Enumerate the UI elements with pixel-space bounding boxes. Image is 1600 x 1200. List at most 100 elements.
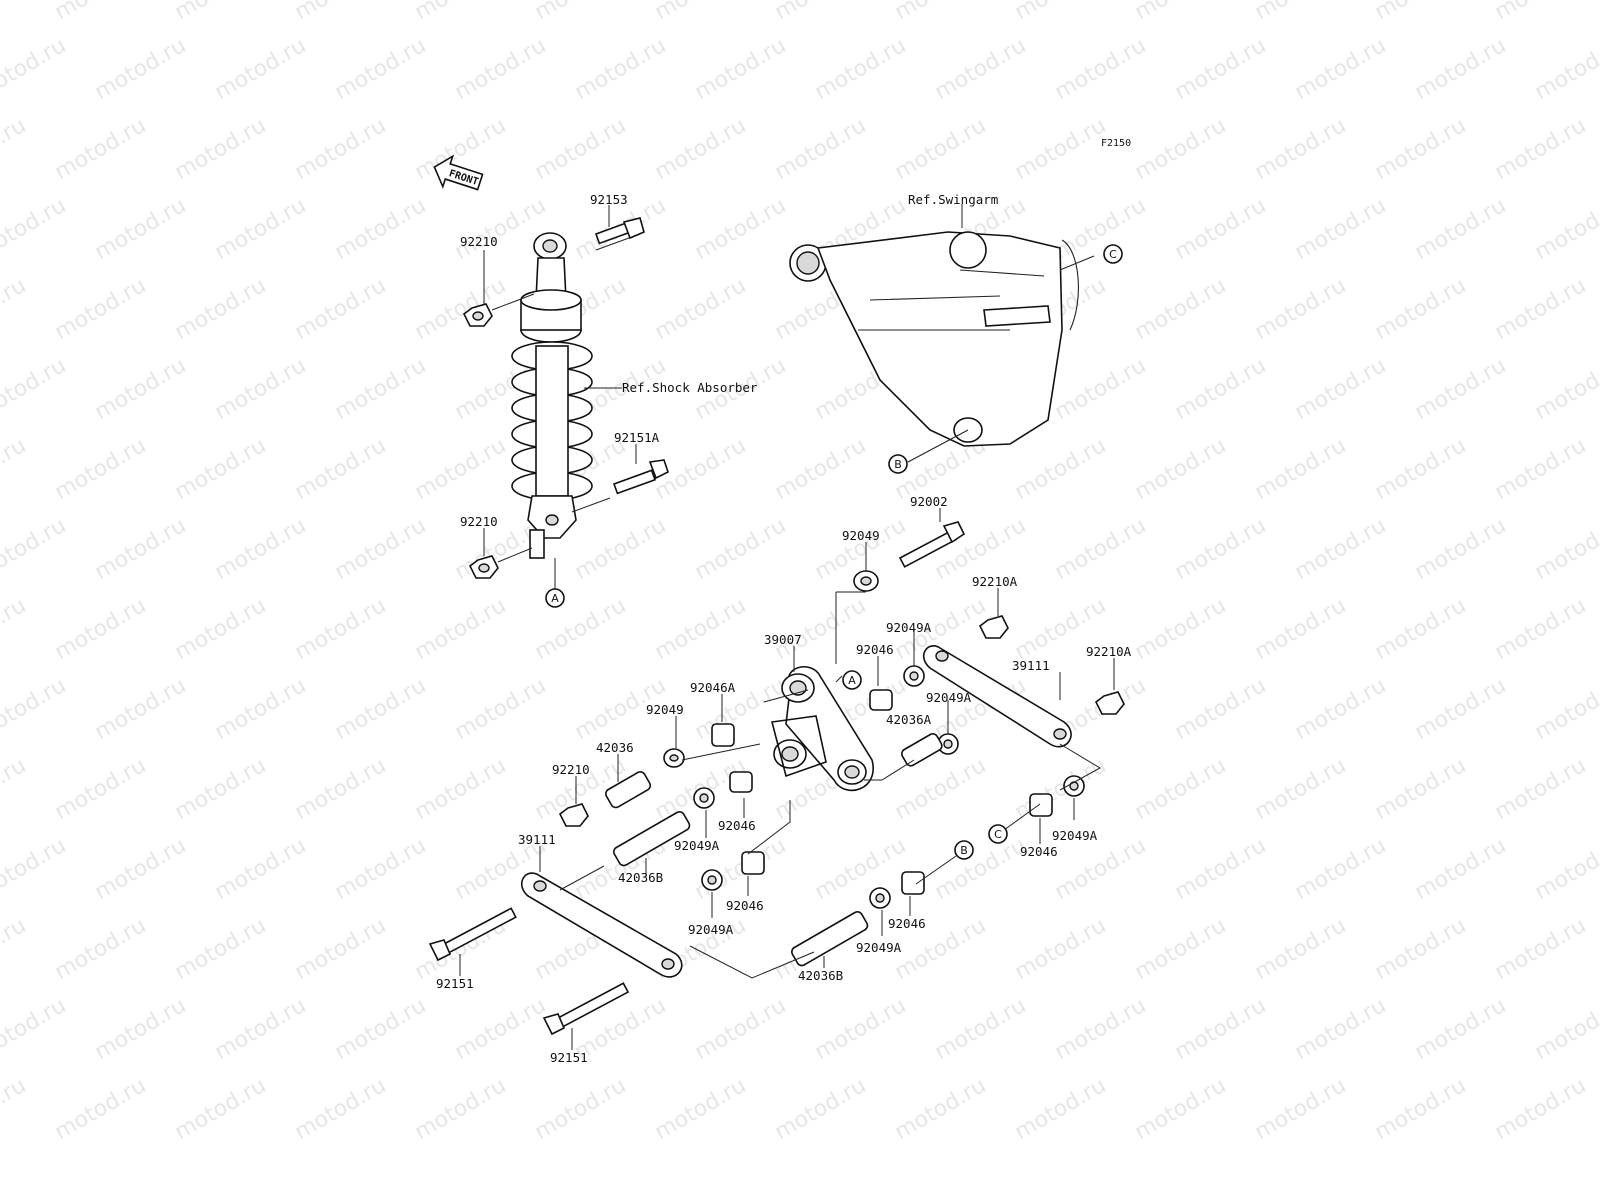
part-label-p92210_mid: 92210 <box>460 514 498 529</box>
watermark-text: motod.ru <box>1131 1073 1231 1145</box>
part-label-p92049A_right: 92049A <box>1052 828 1098 843</box>
watermark-text: motod.ru <box>691 33 791 105</box>
watermark-text: motod.ru <box>1491 433 1591 505</box>
part-label-p92049A_bot: 92049A <box>856 940 902 955</box>
part-label-p42036B_bot: 42036B <box>798 968 843 983</box>
watermark-text: motod.ru <box>1251 913 1351 985</box>
part-label-p39111_right: 39111 <box>1012 658 1050 673</box>
bolt-92151-top <box>428 907 517 962</box>
watermark-text: motod.ru <box>0 593 30 665</box>
watermark-text: motod.ru <box>1371 113 1471 185</box>
watermark-text: motod.ru <box>1291 193 1391 265</box>
watermark-text: motod.ru <box>1051 353 1151 425</box>
watermark-text: motod.ru <box>531 113 631 185</box>
part-label-p92151A: 92151A <box>614 430 660 445</box>
watermark-text: motod.ru <box>1011 433 1111 505</box>
marker-C-top: C <box>1103 244 1123 264</box>
watermark-text: motod.ru <box>1411 193 1511 265</box>
part-label-p92046_bot: 92046 <box>888 916 926 931</box>
watermark-text: motod.ru <box>211 353 311 425</box>
watermark-text: motod.ru <box>51 913 151 985</box>
watermark-text: motod.ru <box>291 0 391 25</box>
svg-text:A: A <box>551 592 559 605</box>
watermark-text: motod.ru <box>1011 913 1111 985</box>
watermark-text: motod.ru <box>1531 353 1600 425</box>
watermark-text: motod.ru <box>1371 1073 1471 1145</box>
watermark-text: motod.ru <box>1171 993 1271 1065</box>
part-label-p92046_top: 92046 <box>856 642 894 657</box>
watermark-text: motod.ru <box>1131 113 1231 185</box>
part-label-p92049_mid: 92049 <box>646 702 684 717</box>
watermark-text: motod.ru <box>51 433 151 505</box>
svg-text:B: B <box>894 458 902 471</box>
marker-A-mid: A <box>842 670 862 690</box>
watermark-text: motod.ru <box>1291 833 1391 905</box>
diagram-code: F2150 <box>1101 138 1131 149</box>
watermark-text: motod.ru <box>0 33 70 105</box>
part-label-p92049A_low1: 92049A <box>674 838 720 853</box>
watermark-text: motod.ru <box>0 513 70 585</box>
watermark-text: motod.ru <box>451 673 551 745</box>
watermark-text: motod.ru <box>0 0 30 25</box>
watermark-text: motod.ru <box>291 593 391 665</box>
watermark-text: motod.ru <box>0 833 70 905</box>
watermark-text: motod.ru <box>291 113 391 185</box>
part-label-p92049A_top: 92049A <box>886 620 932 635</box>
watermark-text: motod.ru <box>331 513 431 585</box>
watermark-text: motod.ru <box>1531 673 1600 745</box>
watermark-text: motod.ru <box>891 113 991 185</box>
watermark-text: motod.ru <box>571 33 671 105</box>
watermark-text: motod.ru <box>1131 273 1231 345</box>
watermark-text: motod.ru <box>0 993 70 1065</box>
part-label-p42036A: 42036A <box>886 712 932 727</box>
watermark-text: motod.ru <box>1171 513 1271 585</box>
watermark-text: motod.ru <box>1531 993 1600 1065</box>
watermark-text: motod.ru <box>1491 273 1591 345</box>
watermark-text: motod.ru <box>1291 993 1391 1065</box>
watermark-text: motod.ru <box>1371 913 1471 985</box>
part-label-p92046_right: 92046 <box>1020 844 1058 859</box>
watermark-text: motod.ru <box>51 593 151 665</box>
watermark-text: motod.ru <box>0 273 30 345</box>
watermark-text: motod.ru <box>171 593 271 665</box>
watermark-text: motod.ru <box>1251 0 1351 25</box>
bolt-92151-bot <box>542 982 630 1036</box>
watermark-text: motod.ru <box>291 1073 391 1145</box>
watermark-text: motod.ru <box>1291 353 1391 425</box>
watermark-text: motod.ru <box>811 33 911 105</box>
watermark-text: motod.ru <box>171 753 271 825</box>
sleeves-and-bushings <box>558 570 1125 967</box>
watermark-text: motod.ru <box>451 993 551 1065</box>
watermark-text: motod.ru <box>771 113 871 185</box>
watermark-text: motod.ru <box>651 593 751 665</box>
part-label-p92002: 92002 <box>910 494 948 509</box>
svg-text:C: C <box>1109 248 1117 261</box>
watermark-text: motod.ru <box>451 33 551 105</box>
watermark-text: motod.ru <box>1171 673 1271 745</box>
watermark-text: motod.ru <box>1531 33 1600 105</box>
watermark-text: motod.ru <box>1531 513 1600 585</box>
watermark-text: motod.ru <box>291 753 391 825</box>
part-label-p92046_low: 92046 <box>726 898 764 913</box>
watermark-text: motod.ru <box>1051 833 1151 905</box>
part-label-p92049A_mid: 92049A <box>926 690 972 705</box>
front-arrow-icon: FRONT <box>433 154 484 191</box>
watermark-text: motod.ru <box>891 0 991 25</box>
watermark-text: motod.ru <box>211 513 311 585</box>
watermark-text: motod.ru <box>1411 513 1511 585</box>
part-label-p92210A_right: 92210A <box>1086 644 1132 659</box>
watermark-text: motod.ru <box>691 993 791 1065</box>
watermark-text: motod.ru <box>1491 1073 1591 1145</box>
watermark-text: motod.ru <box>331 673 431 745</box>
ref-swingarm-label: Ref.Swingarm <box>908 192 998 207</box>
watermark-text: motod.ru <box>51 0 151 25</box>
watermark-text: motod.ru <box>1171 353 1271 425</box>
marker-B-low: B <box>954 840 974 860</box>
tie-rod-39111-right <box>923 645 1072 748</box>
watermark-text: motod.ru <box>411 593 511 665</box>
watermark-text: motod.ru <box>1171 833 1271 905</box>
part-label-p42036B_top: 42036B <box>618 870 663 885</box>
watermark-text: motod.ru <box>171 433 271 505</box>
watermark-text: motod.ru <box>1131 433 1231 505</box>
